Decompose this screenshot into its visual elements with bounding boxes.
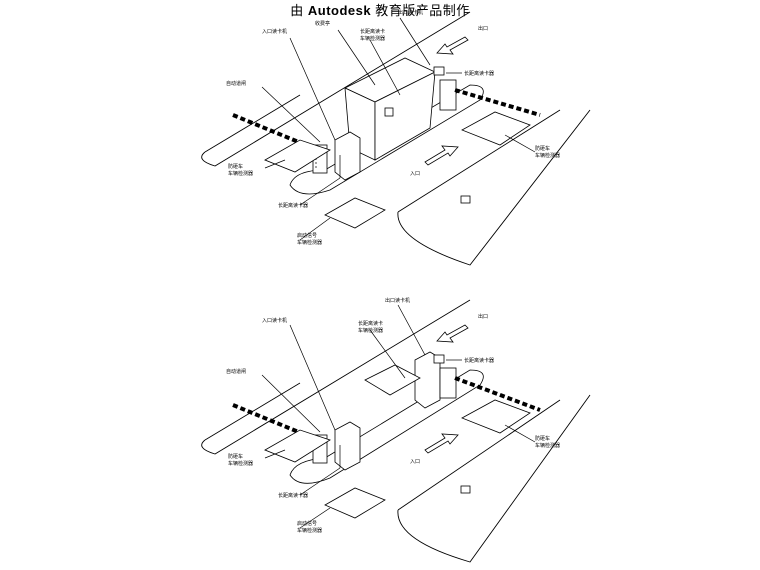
entry-reader-bottom	[334, 421, 361, 471]
arrow-inbound	[424, 433, 459, 454]
leader-auto-barrier	[261, 374, 321, 433]
trigger-loop	[324, 487, 386, 519]
road-edge-bottom-right	[397, 394, 591, 563]
road-edge-top-right-b	[397, 109, 561, 213]
label-loop-right: 防砸车	[535, 435, 550, 442]
label-exit-reader: 出口读卡机	[385, 297, 410, 304]
watermark-title: 由 Autodesk 教育版产品制作	[0, 0, 760, 19]
label-lane-in: 入口	[410, 459, 420, 465]
arrow-outbound	[436, 324, 469, 343]
barrier-gate-right-top	[433, 66, 541, 117]
label-long-left: 长距离读卡	[360, 28, 385, 35]
label-trigger-sub: 车辆检测器	[297, 527, 322, 534]
barrier-cabinet	[439, 367, 457, 399]
small-box-top	[460, 195, 471, 204]
label-loop-right-sub: 车辆检测器	[535, 442, 560, 449]
leader-booth	[337, 29, 376, 86]
watermark-prefix: 由	[290, 3, 304, 18]
leader-trigger	[299, 217, 331, 241]
exit-reader-bottom	[414, 351, 441, 409]
leader-long-bottom	[299, 467, 341, 496]
watermark-suffix: 教育版产品制作	[375, 3, 470, 18]
leader-loop-left	[264, 449, 286, 459]
trigger-loop	[324, 197, 386, 229]
label-lane-out: 出口	[478, 313, 488, 320]
label-long-bottom: 长距离读卡器	[278, 492, 308, 499]
leader-long-left	[369, 329, 406, 379]
label-trigger: 启动信号	[297, 232, 317, 239]
label-auto-barrier: 自动道闸	[226, 368, 246, 375]
barrier-gate-right-bottom	[433, 354, 541, 412]
barrier-arm	[454, 88, 541, 117]
ground-loop-left	[264, 139, 331, 173]
label-long-bottom: 长距离读卡器	[278, 202, 308, 209]
label-long-left-sub: 车辆检测器	[360, 35, 385, 42]
label-trigger-sub: 车辆检测器	[297, 239, 322, 246]
label-loop-left: 防砸车	[228, 453, 243, 460]
road-edge-bottom-right-b	[397, 399, 561, 511]
arrow-inbound	[424, 145, 459, 166]
label-loop-left-sub: 车辆检测器	[228, 170, 253, 177]
label-long-right: 长距离读卡器	[464, 70, 494, 77]
road-edge-bottom-left	[201, 299, 471, 455]
entry-reader-body	[334, 131, 361, 181]
ground-loop-center	[364, 364, 421, 396]
leader-exit-reader	[397, 304, 426, 356]
label-auto-barrier: 自动道闸	[226, 80, 246, 87]
label-loop-left-sub: 车辆检测器	[228, 460, 253, 467]
exit-reader-body	[414, 351, 441, 409]
road-edge-top-left-b	[204, 94, 301, 153]
long-reader-box	[433, 354, 445, 364]
entry-reader-body	[334, 421, 361, 471]
ground-loop-right	[461, 111, 531, 146]
label-exit-reader: 出口读卡机	[398, 9, 423, 16]
label-lane-out: 出口	[478, 25, 488, 32]
barrier-cabinet	[439, 79, 457, 111]
diagram-bottom: 入口读卡机 出口读卡机 长距离读卡 车辆检测器 长距离读卡器 自动道闸 防砸车 …	[201, 297, 591, 563]
leader-entry-reader	[289, 37, 336, 141]
road-edge-top-right	[397, 109, 591, 266]
label-long-left-sub: 车辆检测器	[358, 327, 383, 334]
label-long-left: 长距离读卡	[358, 320, 383, 327]
small-box-bottom	[460, 485, 471, 494]
label-loop-right-sub: 车辆检测器	[535, 152, 560, 159]
leader-auto-barrier	[261, 86, 321, 143]
label-entry-reader: 入口读卡机	[262, 28, 287, 35]
leader-trigger	[299, 507, 331, 529]
long-reader-box	[433, 66, 445, 76]
ground-loop-right	[461, 399, 531, 434]
leader-long-left	[369, 39, 401, 96]
label-loop-left: 防砸车	[228, 163, 243, 170]
diagram-top: 入口读卡机 收费亭 长距离读卡 车辆检测器 出口读卡机 长距离读卡器 自动道闸 …	[201, 9, 591, 266]
leader-exit-reader	[399, 17, 431, 66]
leader-loop-right	[504, 134, 536, 153]
road-edge-top-left	[201, 11, 471, 167]
leader-entry-reader	[289, 324, 336, 431]
watermark-brand: Autodesk	[307, 3, 372, 18]
label-loop-right: 防砸车	[535, 145, 550, 152]
leader-long-bottom	[299, 177, 341, 206]
barrier-arm	[454, 376, 541, 412]
arrow-outbound	[436, 36, 469, 55]
entry-reader-top	[334, 131, 361, 181]
label-lane-in: 入口	[410, 171, 420, 177]
label-long-right: 长距离读卡器	[464, 357, 494, 364]
label-entry-reader: 入口读卡机	[262, 317, 287, 324]
booth-side	[374, 71, 436, 161]
ground-loop-left	[264, 429, 331, 463]
leader-loop-left	[264, 159, 286, 169]
booth-monitor	[384, 107, 394, 117]
label-trigger: 启动信号	[297, 520, 317, 527]
label-booth: 收费亭	[315, 20, 330, 27]
leader-loop-right	[504, 424, 536, 443]
